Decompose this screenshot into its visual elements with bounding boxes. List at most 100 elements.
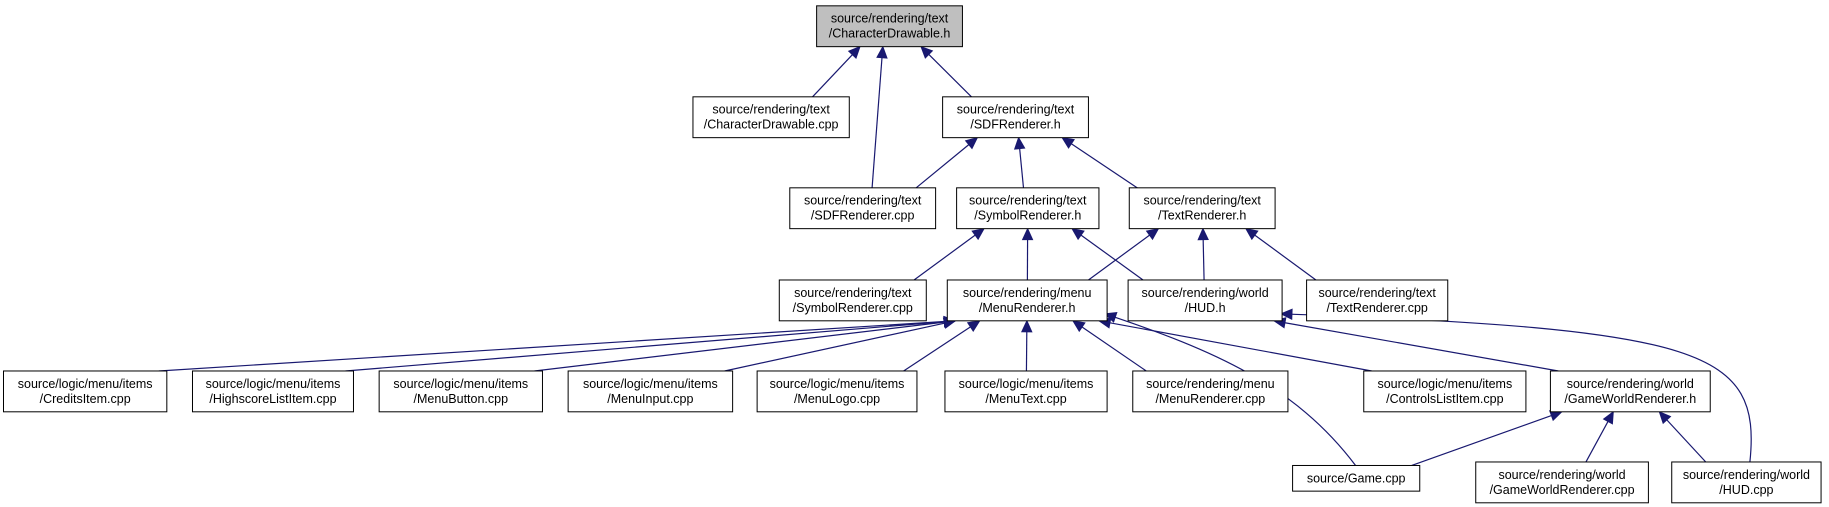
arrowhead-icon [1658,410,1672,425]
node-label-line: source/logic/menu/items [393,377,528,391]
arrowhead-icon [971,227,986,241]
edge-hudh-to-txth [1197,227,1209,280]
node-label-line: source/logic/menu/items [18,377,153,391]
edge-line [928,53,972,98]
node-box [1306,279,1449,322]
node-box [1475,461,1649,504]
node-gwcpp[interactable]: source/rendering/world/GameWorldRenderer… [1475,461,1649,504]
edge-sdfcpp-to-sdfh [915,136,979,189]
node-label-line: /TextRenderer.h [1158,209,1246,223]
node-label-line: source/rendering/world [1683,468,1810,482]
edge-game-to-gwh [1411,410,1563,467]
node-label-line: /MenuRenderer.cpp [1155,392,1265,406]
node-label-line: source/rendering/text [712,103,830,117]
arrowhead-icon [1071,227,1085,241]
node-symh[interactable]: source/rendering/text/SymbolRenderer.h [956,187,1100,230]
node-menuh[interactable]: source/rendering/menu/MenuRenderer.h [946,279,1108,322]
node-label-line: source/rendering/world [1142,286,1269,300]
edge-line [1254,234,1317,281]
node-mlogo[interactable]: source/logic/menu/items/MenuLogo.cpp [756,370,918,413]
node-label-line: source/rendering/text [831,12,949,26]
node-box [1132,370,1289,413]
node-game[interactable]: source/Game.cpp [1292,464,1421,492]
node-label-line: source/rendering/text [1143,194,1261,208]
arrowhead-icon [876,45,888,59]
node-label-line: /HUD.cpp [1719,483,1773,497]
edge-txtcpp-to-txth [1244,227,1317,281]
edge-line [724,322,945,372]
node-credits[interactable]: source/logic/menu/items/CreditsItem.cpp [2,370,168,413]
node-box [2,370,168,413]
arrowhead-icon [1145,227,1160,241]
arrowhead-icon [1071,320,1086,333]
edge-line [1109,322,1372,372]
node-label-line: /SymbolRenderer.h [974,209,1081,223]
node-symcpp[interactable]: source/rendering/text/SymbolRenderer.cpp [778,279,927,322]
edge-line [1088,234,1150,281]
edge-symcpp-to-symh [913,227,986,281]
edge-line [1202,239,1205,280]
node-box [378,370,543,413]
edge-txth-to-sdfh [1061,136,1138,189]
node-sdfh[interactable]: source/rendering/text/SDFRenderer.h [942,96,1089,139]
node-root[interactable]: source/rendering/text/CharacterDrawable.… [816,5,963,48]
edge-symh-to-sdfh [1013,136,1026,188]
node-label-line: /SymbolRenderer.cpp [793,301,913,315]
node-mtext[interactable]: source/logic/menu/items/MenuText.cpp [944,370,1108,413]
node-box [816,5,963,48]
edge-line [1585,421,1609,463]
node-highscore[interactable]: source/logic/menu/items/HighscoreListIte… [191,370,354,413]
node-label-line: /MenuLogo.cpp [794,392,880,406]
edge-line [871,57,883,188]
node-box [778,279,927,322]
node-gwh[interactable]: source/rendering/world/GameWorldRenderer… [1549,370,1711,413]
edge-menuh-to-symh [1021,227,1034,280]
node-hudh[interactable]: source/rendering/world/HUD.h [1127,279,1283,322]
node-box [789,187,937,230]
node-label-line: source/rendering/text [804,194,922,208]
node-box [1128,187,1276,230]
node-label-line: /MenuRenderer.h [979,301,1076,315]
arrowhead-icon [1197,227,1209,241]
node-sdfcpp[interactable]: source/rendering/text/SDFRenderer.cpp [789,187,937,230]
node-cdcpp[interactable]: source/rendering/text/CharacterDrawable.… [692,96,850,139]
node-label-line: source/logic/menu/items [770,377,905,391]
node-box [1671,461,1822,504]
arrowhead-icon [1602,410,1614,425]
node-box [944,370,1108,413]
node-mbutton[interactable]: source/logic/menu/items/MenuButton.cpp [378,370,543,413]
edge-line [1071,143,1138,189]
node-label-line: /CharacterDrawable.h [829,27,951,41]
node-txth[interactable]: source/rendering/text/TextRenderer.h [1128,187,1276,230]
node-box [946,279,1108,322]
node-hudcpp[interactable]: source/rendering/world/HUD.cpp [1671,461,1822,504]
edges-layer [158,45,1752,467]
edge-mtext-to-menuh [1021,319,1033,371]
node-label-line: /MenuInput.cpp [607,392,693,406]
edge-line [913,234,976,281]
edge-line [1081,326,1147,372]
node-label-line: /MenuButton.cpp [414,392,509,406]
node-controls[interactable]: source/logic/menu/items/ControlsListItem… [1363,370,1527,413]
edge-cdcpp-to-root [812,45,861,98]
node-box [692,96,850,139]
node-label-line: /GameWorldRenderer.cpp [1490,483,1635,497]
edge-gwcpp-to-gwh [1585,410,1614,463]
node-txtcpp[interactable]: source/rendering/text/TextRenderer.cpp [1306,279,1449,322]
arrowhead-icon [966,320,981,332]
node-box [1363,370,1527,413]
node-minput[interactable]: source/logic/menu/items/MenuInput.cpp [567,370,734,413]
node-menucpp[interactable]: source/rendering/menu/MenuRenderer.cpp [1132,370,1289,413]
edge-credits-to-menuh [158,315,957,372]
edge-hudh-to-symh [1071,227,1144,281]
node-box [1127,279,1283,322]
node-box [756,370,918,413]
edge-line [903,326,971,372]
arrowhead-icon [1279,308,1293,321]
node-box [191,370,354,413]
arrowhead-icon [1013,136,1026,150]
nodes-layer: source/rendering/text/CharacterDrawable.… [2,5,1822,504]
node-label-line: source/rendering/world [1567,377,1694,391]
node-label-line: source/rendering/text [957,103,1075,117]
